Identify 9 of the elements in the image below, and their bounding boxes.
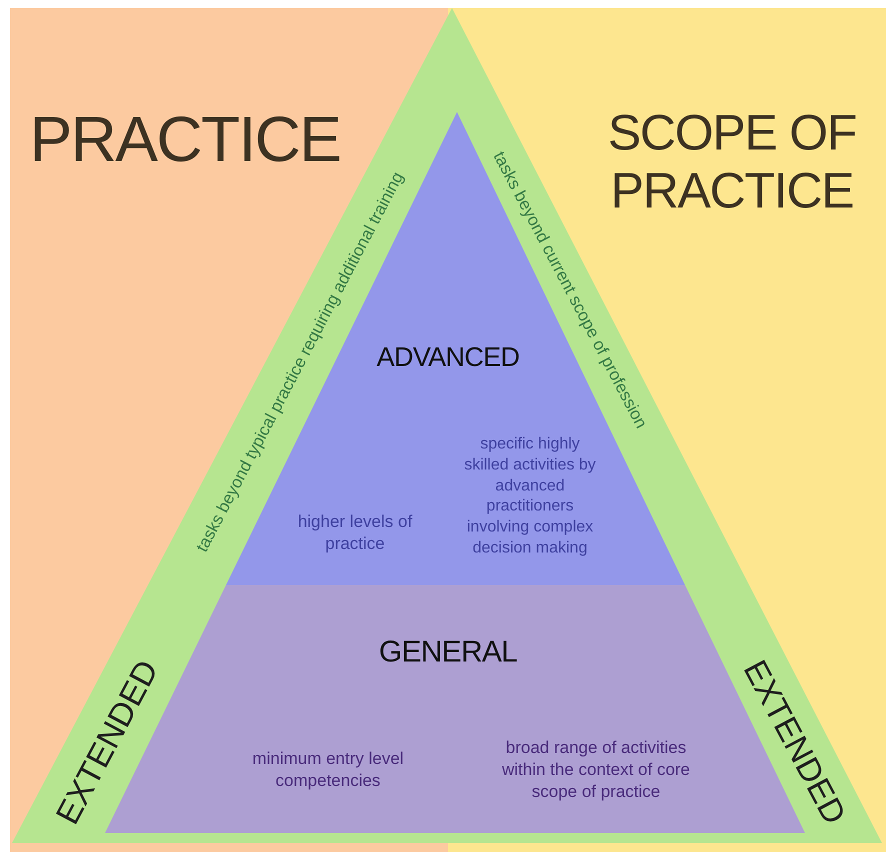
tier-description: broad range of activities within the context of core scope of practice: [500, 736, 692, 804]
panel-heading: PRACTICE: [28, 103, 342, 177]
tier-description: specific highly skilled activities by advanced practitioners involving complex decision making: [463, 434, 597, 559]
tier-heading: GENERAL: [378, 634, 518, 670]
tier-heading: ADVANCED: [376, 340, 520, 374]
panel-heading: SCOPE OF PRACTICE: [606, 104, 858, 220]
tier-description: minimum entry level competencies: [251, 748, 405, 792]
outer-triangle: [12, 8, 882, 843]
tier-description: higher levels of practice: [296, 510, 414, 555]
